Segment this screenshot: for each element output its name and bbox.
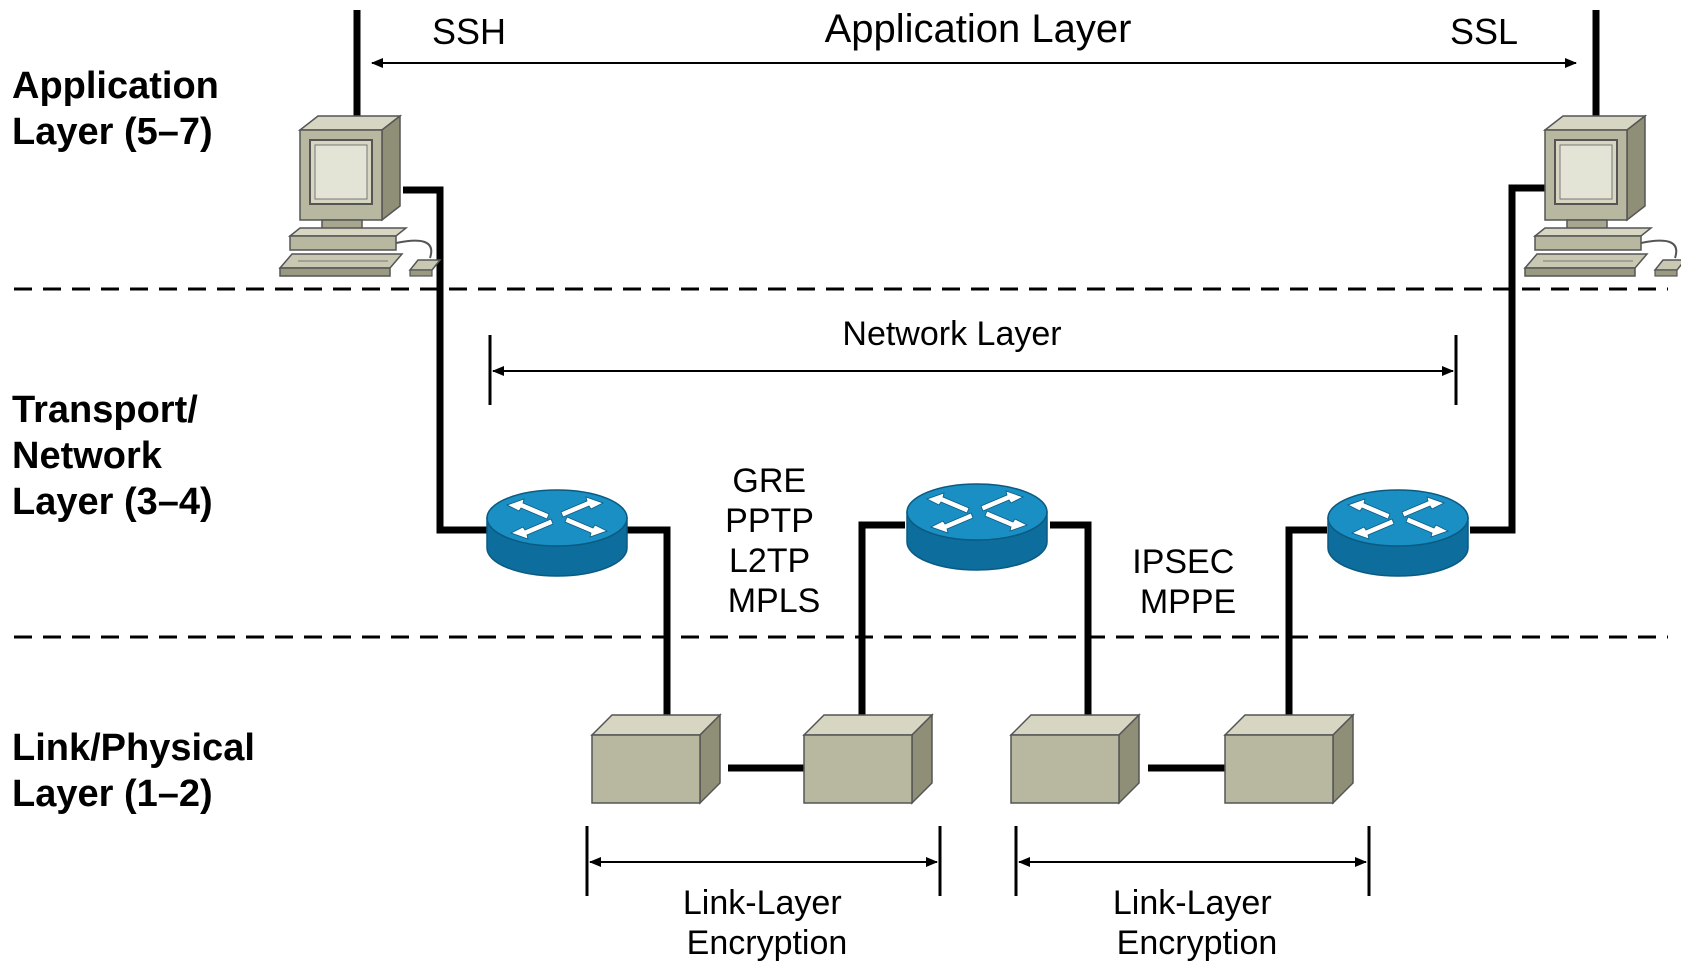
switch-box-icon-1 xyxy=(591,714,721,804)
switch-box-icon-2 xyxy=(803,714,933,804)
link-switch-4-to-router-3 xyxy=(1285,526,1327,715)
link-router-1-to-switch-1 xyxy=(625,526,671,715)
switch-box-icon-3 xyxy=(1010,714,1140,804)
link-layer-encryption-label-1: Link-Layer Encryption xyxy=(683,884,851,962)
ipsec-protocols-label: IPSEC MPPE xyxy=(1132,543,1244,621)
switch-box-icon-4 xyxy=(1224,714,1354,804)
ssl-label: SSL xyxy=(1450,11,1518,52)
ssh-label: SSH xyxy=(432,11,506,52)
computer-icon-left xyxy=(279,115,441,277)
computer-icon-right xyxy=(1524,115,1681,277)
link-layer-encryption-label-2: Link-Layer Encryption xyxy=(1113,884,1281,962)
transport-network-layer-label: Transport/ Network Layer (3–4) xyxy=(12,389,213,523)
router-icon-3 xyxy=(1327,489,1469,577)
network-layer-span-label: Network Layer xyxy=(842,315,1061,353)
router-icon-2 xyxy=(906,483,1048,571)
link-switch-2-to-router-2 xyxy=(858,521,905,715)
link-router-2-to-switch-3 xyxy=(1050,521,1092,715)
link-host-a-to-router-1 xyxy=(403,186,490,534)
link-router-3-to-host-b xyxy=(1470,184,1565,534)
tunnel-protocols-label: GRE PPTP L2TP MPLS xyxy=(725,462,823,620)
router-icon-1 xyxy=(486,489,628,577)
application-layer-label: Application Layer (5–7) xyxy=(12,65,229,153)
application-layer-span-label: Application Layer xyxy=(825,7,1132,51)
link-physical-layer-label: Link/Physical Layer (1–2) xyxy=(12,727,265,815)
